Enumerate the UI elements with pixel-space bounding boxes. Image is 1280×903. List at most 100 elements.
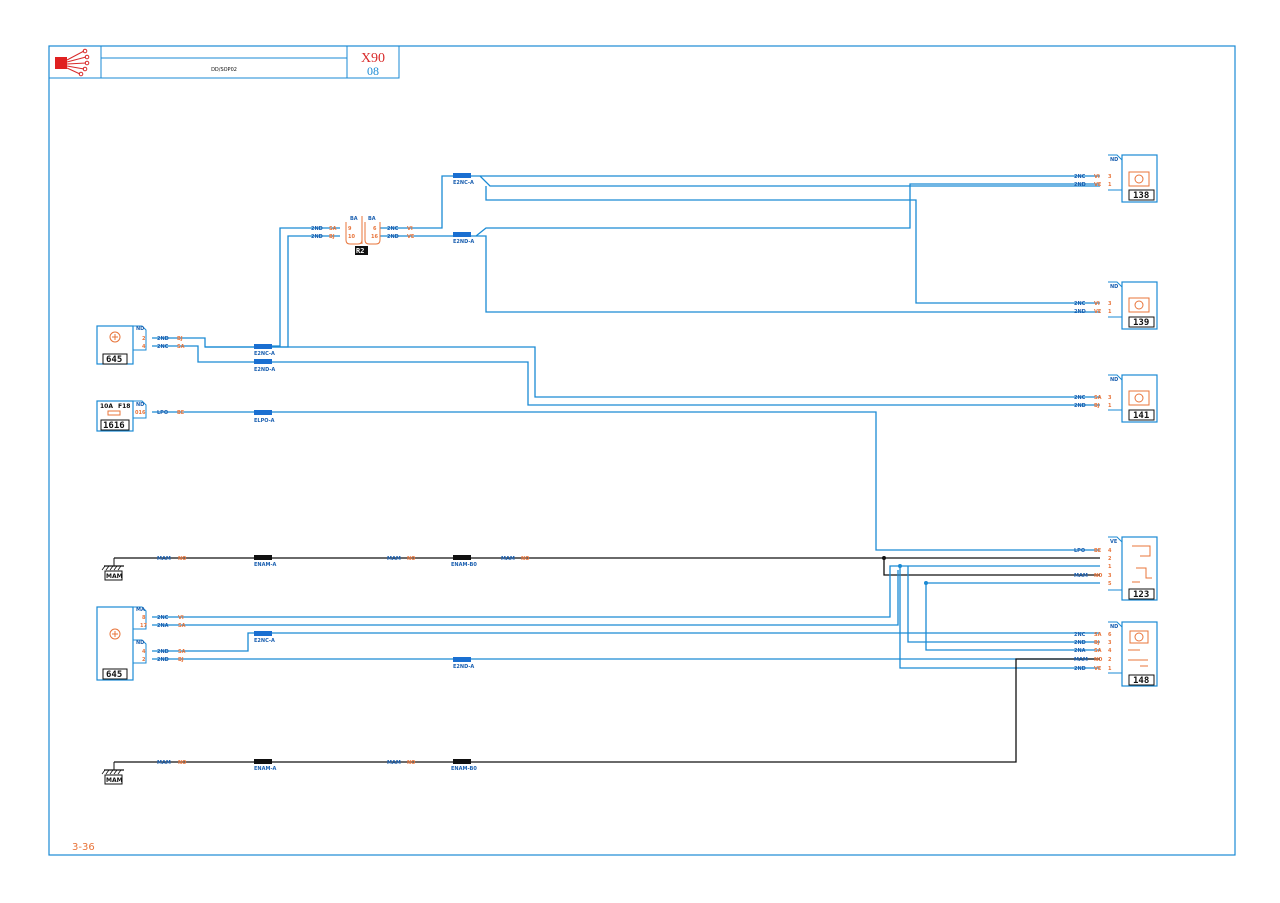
pin-1-139: 1 [1108,309,1112,315]
wire-2na-148: 2NA [1074,648,1086,654]
component-1616-id: 1616 [103,421,125,431]
label-ve-123: VE [1110,539,1118,545]
wire-mam-g1a: MAM [157,556,171,562]
wire-ve-138: VE [1094,182,1102,188]
wire-sa-645b3: SA [178,649,186,655]
wire-2nd-645b4: 2ND [157,657,169,663]
pin-1-141: 1 [1108,403,1112,409]
component-645-bottom-id: 645 [106,670,122,680]
wire-sa-r2: SA [329,226,337,232]
pin-3-138: 3 [1108,174,1112,180]
wire-2nd-r2: 2ND [311,226,323,232]
pin-2-148: 2 [1108,657,1112,663]
wire-sa-645: SA [177,344,185,350]
wire-sa-148b: SA [1094,648,1102,654]
wire-bj-r2: BJ [329,234,335,240]
wire-2nd-148: 2ND [1074,640,1086,646]
inline-connectors: E2NC-A E2ND-A E2NC-A E2ND-A ELPO-A ENAM-… [254,173,477,772]
wire-mam-123: MAM [1074,573,1088,579]
wire-mam-g1c: MAM [501,556,515,562]
wire-2nc-645: 2NC [157,344,169,350]
wire-no-g1c: NO [521,556,529,562]
label-nd-138: ND [1110,157,1118,163]
label-nd-141: ND [1110,377,1118,383]
doc-subtitle: DD/SOP02 [211,67,237,73]
wire-2nd-r2r: 2ND [387,234,399,240]
wire-no-g1a: NO [178,556,186,562]
pin-1-123: 1 [1108,564,1112,570]
connector-enam-b1-label: ENAM-B0 [451,562,477,568]
wire-2nd-138: 2ND [1074,182,1086,188]
pin-3-141: 3 [1108,395,1112,401]
connector-enam-a2-label: ENAM-A [254,766,277,772]
wire-mam-g2a: MAM [157,760,171,766]
pin-3-139: 3 [1108,301,1112,307]
component-123: VE 4 2 1 3 5 123 LPO BE MAM NO [1074,536,1158,601]
wire-sa-645b2: SA [178,623,186,629]
pin-1-148: 1 [1108,666,1112,672]
component-138: ND 3 1 138 2NC VI 2ND VE [1074,154,1158,203]
component-1616: 10A F18 1616 ND 016 LPO BE [96,400,185,432]
connector-enam-b2 [453,759,471,764]
pin-2-123: 2 [1108,556,1112,562]
splice-pin-6: 6 [373,226,377,232]
splice-pin-10: 10 [348,234,355,240]
connector-e2nc-low-label: E2NC-A [254,638,275,644]
page-frame [48,45,1236,856]
wire-lpo-1616: LPO [157,410,168,416]
pin-3-148: 3 [1108,640,1112,646]
splice-ba-left: BA [350,216,358,222]
component-123-id: 123 [1133,590,1149,600]
label-nd-139: ND [1110,284,1118,290]
ground-2: MAM MAM NO MAM NO [101,760,415,785]
wire-vi-139: VI [1094,301,1100,307]
wire-2nc-148: 2NC [1074,632,1086,638]
connector-e2nc-mid [254,344,272,349]
wire-no-148: NO [1094,657,1102,663]
splice-pin-16: 16 [371,234,378,240]
splice-ba-right: BA [368,216,376,222]
component-139-id: 139 [1133,318,1149,328]
pin-2-645: 2 [142,336,146,342]
wire-be-1616: BE [177,410,185,416]
wire-2nc-138: 2NC [1074,174,1086,180]
connector-e2nd-top-label: E2ND-A [453,239,474,245]
pin-4-645: 4 [142,344,146,350]
pin-6-148: 6 [1108,632,1112,638]
pin-2-645b: 2 [142,657,146,663]
wire-sa-141: SA [1094,395,1102,401]
label-nd-148: ND [1110,624,1118,630]
component-645-bottom: 645 MA 8 17 ND 4 2 2NC VI 2NA SA 2ND SA … [96,606,186,681]
connector-enam-b2-label: ENAM-B0 [451,766,477,772]
wire-2na-645b2: 2NA [157,623,169,629]
label-ma-645b: MA [136,607,145,613]
connector-enam-a1-label: ENAM-A [254,562,277,568]
pin-4-123: 4 [1108,548,1112,554]
wire-lpo-123: LPO [1074,548,1085,554]
splice-r2: BA BA 9 10 6 16 R2 2ND SA 2ND BJ 2NC VI … [311,216,415,255]
connector-enam-a1 [254,555,272,560]
connector-elpo-label: ELPO-A [254,418,275,424]
pin-4-645b: 4 [142,649,146,655]
component-141-id: 141 [1133,411,1149,421]
component-645-top: 645 ND 2 4 2ND BJ 2NC SA [96,325,185,365]
pin-016-1616: 016 [135,410,146,416]
wire-mam-g2b: MAM [387,760,401,766]
wire-no-g2b: NO [407,760,415,766]
vehicle-code: X90 [361,51,385,66]
wire-mam-148: MAM [1074,657,1088,663]
connector-e2nd-low-label: E2ND-A [453,664,474,670]
connector-e2nd-top [453,232,471,237]
pin-17-645b: 17 [140,623,147,629]
wire-ve-148: VE [1094,666,1102,672]
pin-8-645b: 8 [142,615,146,621]
connector-e2nd-mid-label: E2ND-A [254,367,275,373]
connector-elpo [254,410,272,415]
wire-2nc-r2r: 2NC [387,226,399,232]
wire-2nd-141: 2ND [1074,403,1086,409]
wire-2nd-645b3: 2ND [157,649,169,655]
wire-no-g2a: NO [178,760,186,766]
label-nd-645b: ND [136,640,144,646]
pin-4-148: 4 [1108,648,1112,654]
component-138-id: 138 [1133,191,1149,201]
